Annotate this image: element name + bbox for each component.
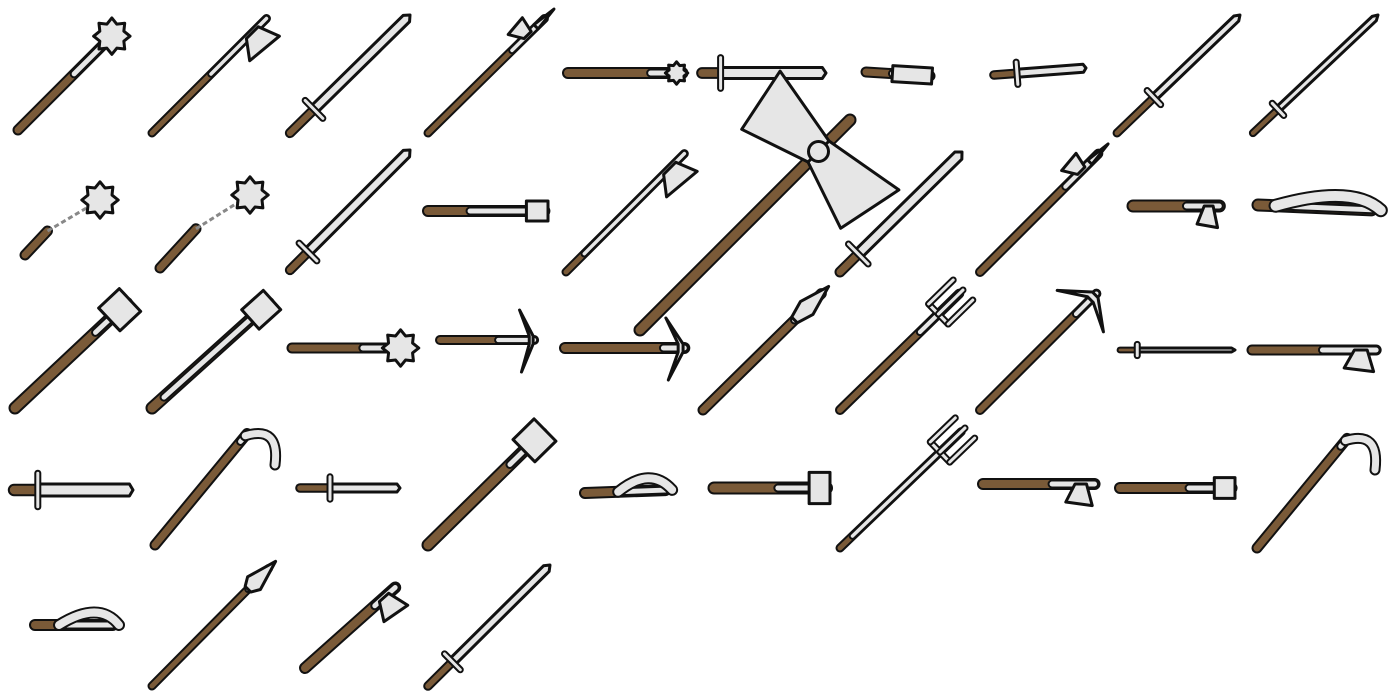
double-battle-axe-weapon: double-battle-axe-icon [633, 69, 901, 337]
scythe-weapon: scythe-icon [149, 427, 282, 551]
war-pick-weapon: war-pick-icon [435, 308, 540, 374]
morning-star-weapon: morning-star-icon [286, 328, 421, 368]
spiked-club-weapon: spiked-club-icon [562, 60, 690, 86]
shovel-weapon: shovel-icon [421, 417, 558, 552]
ornate-axe-weapon: ornate-axe-icon [1246, 344, 1382, 374]
bearded-axe-weapon: bearded-axe-icon [977, 478, 1101, 508]
warhammer-weapon: warhammer-icon [8, 287, 143, 415]
axe-weapon: axe-icon [299, 581, 410, 674]
broadsword-weapon: broadsword-icon [834, 150, 964, 278]
serrated-sword-weapon: serrated-sword-icon [284, 148, 412, 276]
longsword-weapon: longsword-icon [1248, 13, 1380, 138]
machete-weapon: machete-icon [7, 469, 135, 511]
curved-dagger-weapon: curved-dagger-icon [989, 58, 1088, 88]
scimitar-weapon: scimitar-icon [696, 54, 828, 92]
rapier-weapon: rapier-icon [1116, 340, 1237, 360]
pike-weapon: pike-icon [147, 559, 278, 691]
khopesh-weapon: khopesh-icon [1251, 188, 1388, 218]
flanged-mace-weapon: flanged-mace-icon [422, 199, 551, 223]
maul-weapon: maul-icon [145, 288, 283, 415]
war-scythe-weapon: war-scythe-icon [1251, 432, 1382, 554]
halberd-axe-weapon: halberd-axe-icon [975, 142, 1110, 277]
flail-weapon: flail-icon [154, 175, 270, 274]
trident-weapon: trident-icon [835, 414, 979, 553]
halberd-weapon: halberd-icon [423, 7, 556, 138]
hammer-weapon: hammer-icon [707, 470, 834, 506]
glaive-spear-weapon: glaive-spear-icon [561, 149, 699, 277]
hatchet-weapon: hatchet-icon [1126, 199, 1226, 230]
sickle-weapon: sickle-icon [579, 472, 679, 499]
shortsword-weapon: shortsword-icon [423, 563, 552, 691]
halberd-pick-weapon: halberd-pick-icon [975, 288, 1105, 415]
cleaver-weapon: cleaver-icon [860, 64, 936, 86]
spear-weapon: spear-icon [697, 284, 831, 416]
glaive-weapon: glaive-icon [147, 14, 281, 138]
staff-sword-weapon: staff-sword-icon [1112, 13, 1242, 138]
claw-hammer-weapon: claw-hammer-icon [1114, 476, 1238, 500]
spiked-mace-weapon: spiked-mace-icon [12, 16, 132, 136]
sword-weapon: sword-icon [284, 13, 412, 139]
small-sickle-weapon: small-sickle-icon [29, 606, 125, 631]
dagger-weapon: dagger-icon [295, 473, 402, 503]
nunchaku-flail-weapon: nunchaku-flail-icon [19, 180, 120, 261]
pickaxe-weapon: pickaxe-icon [559, 316, 691, 382]
pitchfork-weapon: pitchfork-icon [835, 276, 977, 415]
